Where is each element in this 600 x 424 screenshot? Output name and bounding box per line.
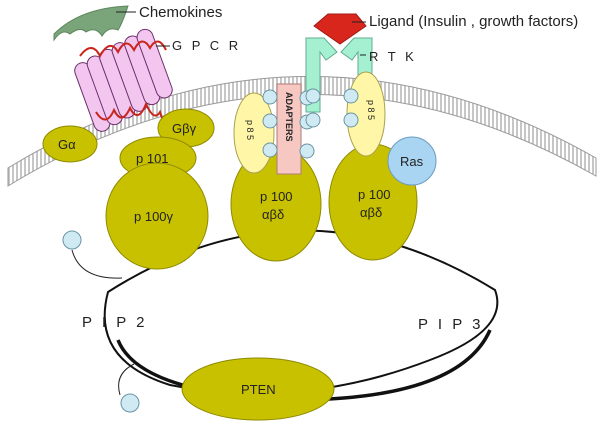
p85-right-label: p 8 5 xyxy=(366,100,376,120)
phosphate-top-tether xyxy=(71,249,123,279)
phosphate-bottom-tether xyxy=(118,363,135,396)
adapters-protein xyxy=(276,83,302,175)
g-beta-gamma-label: Gβγ xyxy=(172,121,197,136)
pip3-label: P I P 3 xyxy=(418,316,483,333)
g-alpha-label: Gα xyxy=(58,137,76,152)
p100-abd-right-line1: p 100 xyxy=(358,187,391,202)
p100-abd-left-line1: p 100 xyxy=(260,189,293,204)
p101-label: p 101 xyxy=(136,151,169,166)
chemokine-shape xyxy=(53,5,129,42)
ligand-label: Ligand (Insulin , growth factors) xyxy=(369,13,578,30)
chemokines-label: Chemokines xyxy=(139,4,222,21)
rtk-label: R T K xyxy=(369,49,417,64)
gpcr-receptor xyxy=(74,28,173,132)
pten-label: PTEN xyxy=(241,382,276,397)
ras-label: Ras xyxy=(400,154,424,169)
phosphate-bottom xyxy=(120,393,140,413)
gpcr-label: G P C R xyxy=(172,38,241,53)
p100-abd-left-line2: αβδ xyxy=(262,207,284,222)
pip2-label: P I P 2 xyxy=(82,314,147,331)
adapters-label: ADAPTERS xyxy=(284,92,294,142)
p100-gamma-label: p 100γ xyxy=(134,209,174,224)
phosphate-dots xyxy=(262,88,359,159)
pten-protein xyxy=(181,357,335,421)
p100-gamma-protein xyxy=(105,162,209,270)
gpcr-red-loops xyxy=(79,40,167,125)
g-alpha-protein xyxy=(42,125,98,163)
p85-left-label: p 8 5 xyxy=(245,120,255,140)
phosphate-top xyxy=(62,230,82,250)
ras-protein xyxy=(387,136,437,186)
p100-abd-right-line2: αβδ xyxy=(360,205,382,220)
